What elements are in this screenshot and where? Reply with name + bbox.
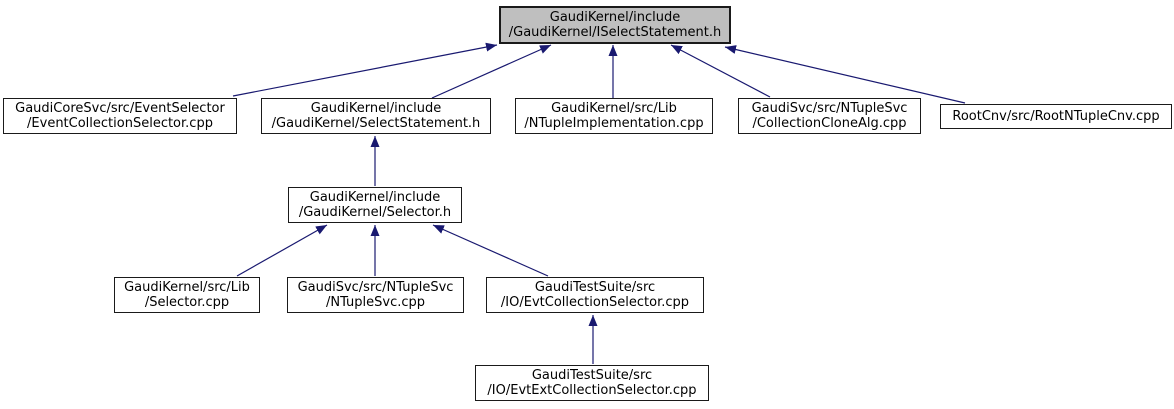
edge-root-ntuple-cnv-to-iselectstatement: [724, 45, 966, 104]
node-label-line: GaudiSvc/src/NTupleSvc: [297, 279, 454, 295]
node-label-line: GaudiCoreSvc/src/EventSelector: [15, 100, 225, 116]
node-label-line: /IO/EvtExtCollectionSelector.cpp: [487, 383, 697, 398]
edge-evt-collection-selector-to-selector-h: [432, 224, 549, 277]
edge-select-statement-to-iselectstatement: [431, 44, 552, 99]
node-evt-collection-selector-cpp[interactable]: GaudiTestSuite/src /IO/EvtCollectionSele…: [486, 277, 704, 313]
node-label-line: GaudiKernel/include: [310, 100, 442, 116]
node-label-line: /GaudiKernel/SelectStatement.h: [271, 116, 481, 131]
node-ntuple-svc-cpp[interactable]: GaudiSvc/src/NTupleSvc /NTupleSvc.cpp: [287, 277, 464, 313]
node-label-line: /IO/EvtCollectionSelector.cpp: [500, 295, 690, 310]
node-collection-clone-alg-cpp[interactable]: GaudiSvc/src/NTupleSvc /CollectionCloneA…: [738, 98, 921, 134]
node-root-ntuple-cnv-cpp[interactable]: RootCnv/src/RootNTupleCnv.cpp: [940, 104, 1172, 129]
node-label-line: /Selector.cpp: [144, 295, 230, 310]
node-label-line: GaudiKernel/src/Lib: [124, 279, 250, 295]
node-label-line: GaudiSvc/src/NTupleSvc: [751, 100, 908, 116]
node-label-line: GaudiKernel/include: [309, 189, 441, 205]
edge-event-collection-selector-to-iselectstatement: [232, 42, 498, 97]
node-label-line: /GaudiKernel/Selector.h: [298, 205, 452, 220]
node-select-statement-h[interactable]: GaudiKernel/include /GaudiKernel/SelectS…: [261, 98, 491, 134]
node-label-line: GaudiTestSuite/src: [531, 367, 653, 383]
node-evt-ext-collection-selector-cpp[interactable]: GaudiTestSuite/src /IO/EvtExtCollectionS…: [475, 365, 709, 401]
node-label-line: /NTupleSvc.cpp: [325, 295, 426, 310]
edge-collection-clone-alg-to-iselectstatement: [670, 44, 771, 98]
node-label-line: /NTupleImplementation.cpp: [524, 116, 704, 131]
node-label-line: /EventCollectionSelector.cpp: [27, 116, 213, 131]
node-iselectstatement-h[interactable]: GaudiKernel/include /GaudiKernel/ISelect…: [499, 6, 731, 44]
node-label-line: RootCnv/src/RootNTupleCnv.cpp: [952, 108, 1160, 124]
node-selector-h[interactable]: GaudiKernel/include /GaudiKernel/Selecto…: [288, 187, 462, 223]
node-label-line: GaudiTestSuite/src: [534, 279, 656, 295]
node-label-line: /GaudiKernel/ISelectStatement.h: [508, 25, 722, 40]
node-ntuple-implementation-cpp[interactable]: GaudiKernel/src/Lib /NTupleImplementatio…: [515, 98, 713, 134]
node-label-line: GaudiKernel/src/Lib: [551, 100, 677, 116]
node-event-collection-selector-cpp[interactable]: GaudiCoreSvc/src/EventSelector /EventCol…: [3, 98, 237, 134]
node-label-line: GaudiKernel/include: [549, 9, 681, 25]
node-label-line: /CollectionCloneAlg.cpp: [752, 116, 907, 131]
edge-selector-cpp-to-selector-h: [236, 224, 328, 277]
node-selector-cpp[interactable]: GaudiKernel/src/Lib /Selector.cpp: [114, 277, 260, 313]
